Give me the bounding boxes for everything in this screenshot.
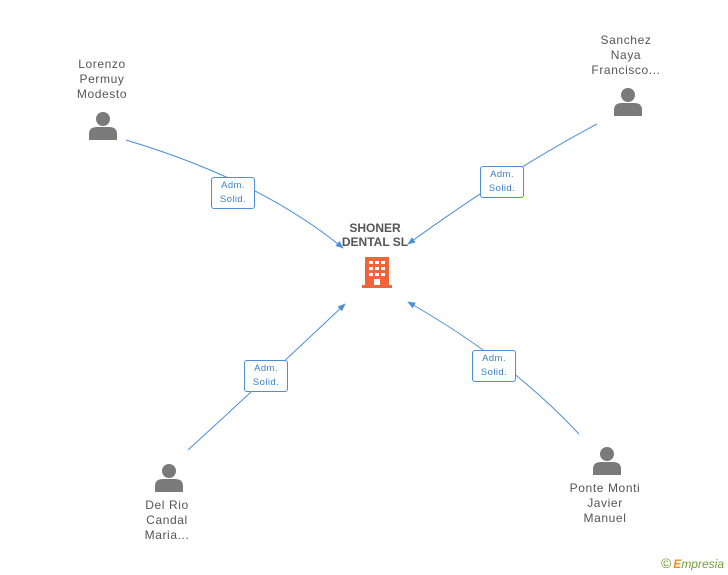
building-icon[interactable] [362,257,392,288]
role-badge-delrio[interactable]: Adm. Solid. [244,360,288,392]
role-badge-line: Solid. [480,367,508,378]
person-name-line: Francisco... [591,63,661,77]
brand-initial: E [673,557,682,571]
person-icon[interactable] [155,464,183,492]
person-name-line: Sanchez [600,33,652,47]
person-name-line: Modesto [76,87,128,101]
brand-name: mpresia [681,557,724,571]
role-badge-line: Adm. [482,353,506,364]
person-name-line: Del Rio [145,498,189,512]
person-name-line: Ponte Monti [569,481,641,495]
person-name-line: Naya [610,48,642,62]
role-badge-line: Adm. [254,363,278,374]
role-badge-lorenzo[interactable]: Adm. Solid. [211,177,255,209]
role-badge-line: Solid. [219,194,247,205]
role-badge-sanchez[interactable]: Adm. Solid. [480,166,524,198]
role-badge-line: Solid. [252,377,280,388]
company-name-line: DENTAL SL [341,235,409,249]
person-name-line: Maria... [144,528,190,542]
person-name-line: Permuy [79,72,125,86]
person-name-line: Lorenzo [78,57,126,71]
brand-watermark: ©Empresia [661,555,724,571]
person-name-sanchez[interactable]: Sanchez Naya Francisco... [571,33,681,78]
person-name-line: Javier [587,496,623,510]
company-name-line: SHONER [349,221,401,235]
person-name-line: Candal [146,513,188,527]
person-name-lorenzo[interactable]: Lorenzo Permuy Modesto [47,57,157,102]
person-name-ponte[interactable]: Ponte Monti Javier Manuel [550,481,660,526]
role-badge-ponte[interactable]: Adm. Solid. [472,350,516,382]
person-icon[interactable] [614,88,642,116]
copyright-icon: © [660,555,672,571]
company-name[interactable]: SHONER DENTAL SL [315,221,435,249]
person-icon[interactable] [89,112,117,140]
role-badge-line: Solid. [488,183,516,194]
role-badge-line: Adm. [221,180,245,191]
person-name-line: Manuel [583,511,627,525]
role-badge-line: Adm. [490,169,514,180]
person-name-delrio[interactable]: Del Rio Candal Maria... [112,498,222,543]
person-icon[interactable] [593,447,621,475]
